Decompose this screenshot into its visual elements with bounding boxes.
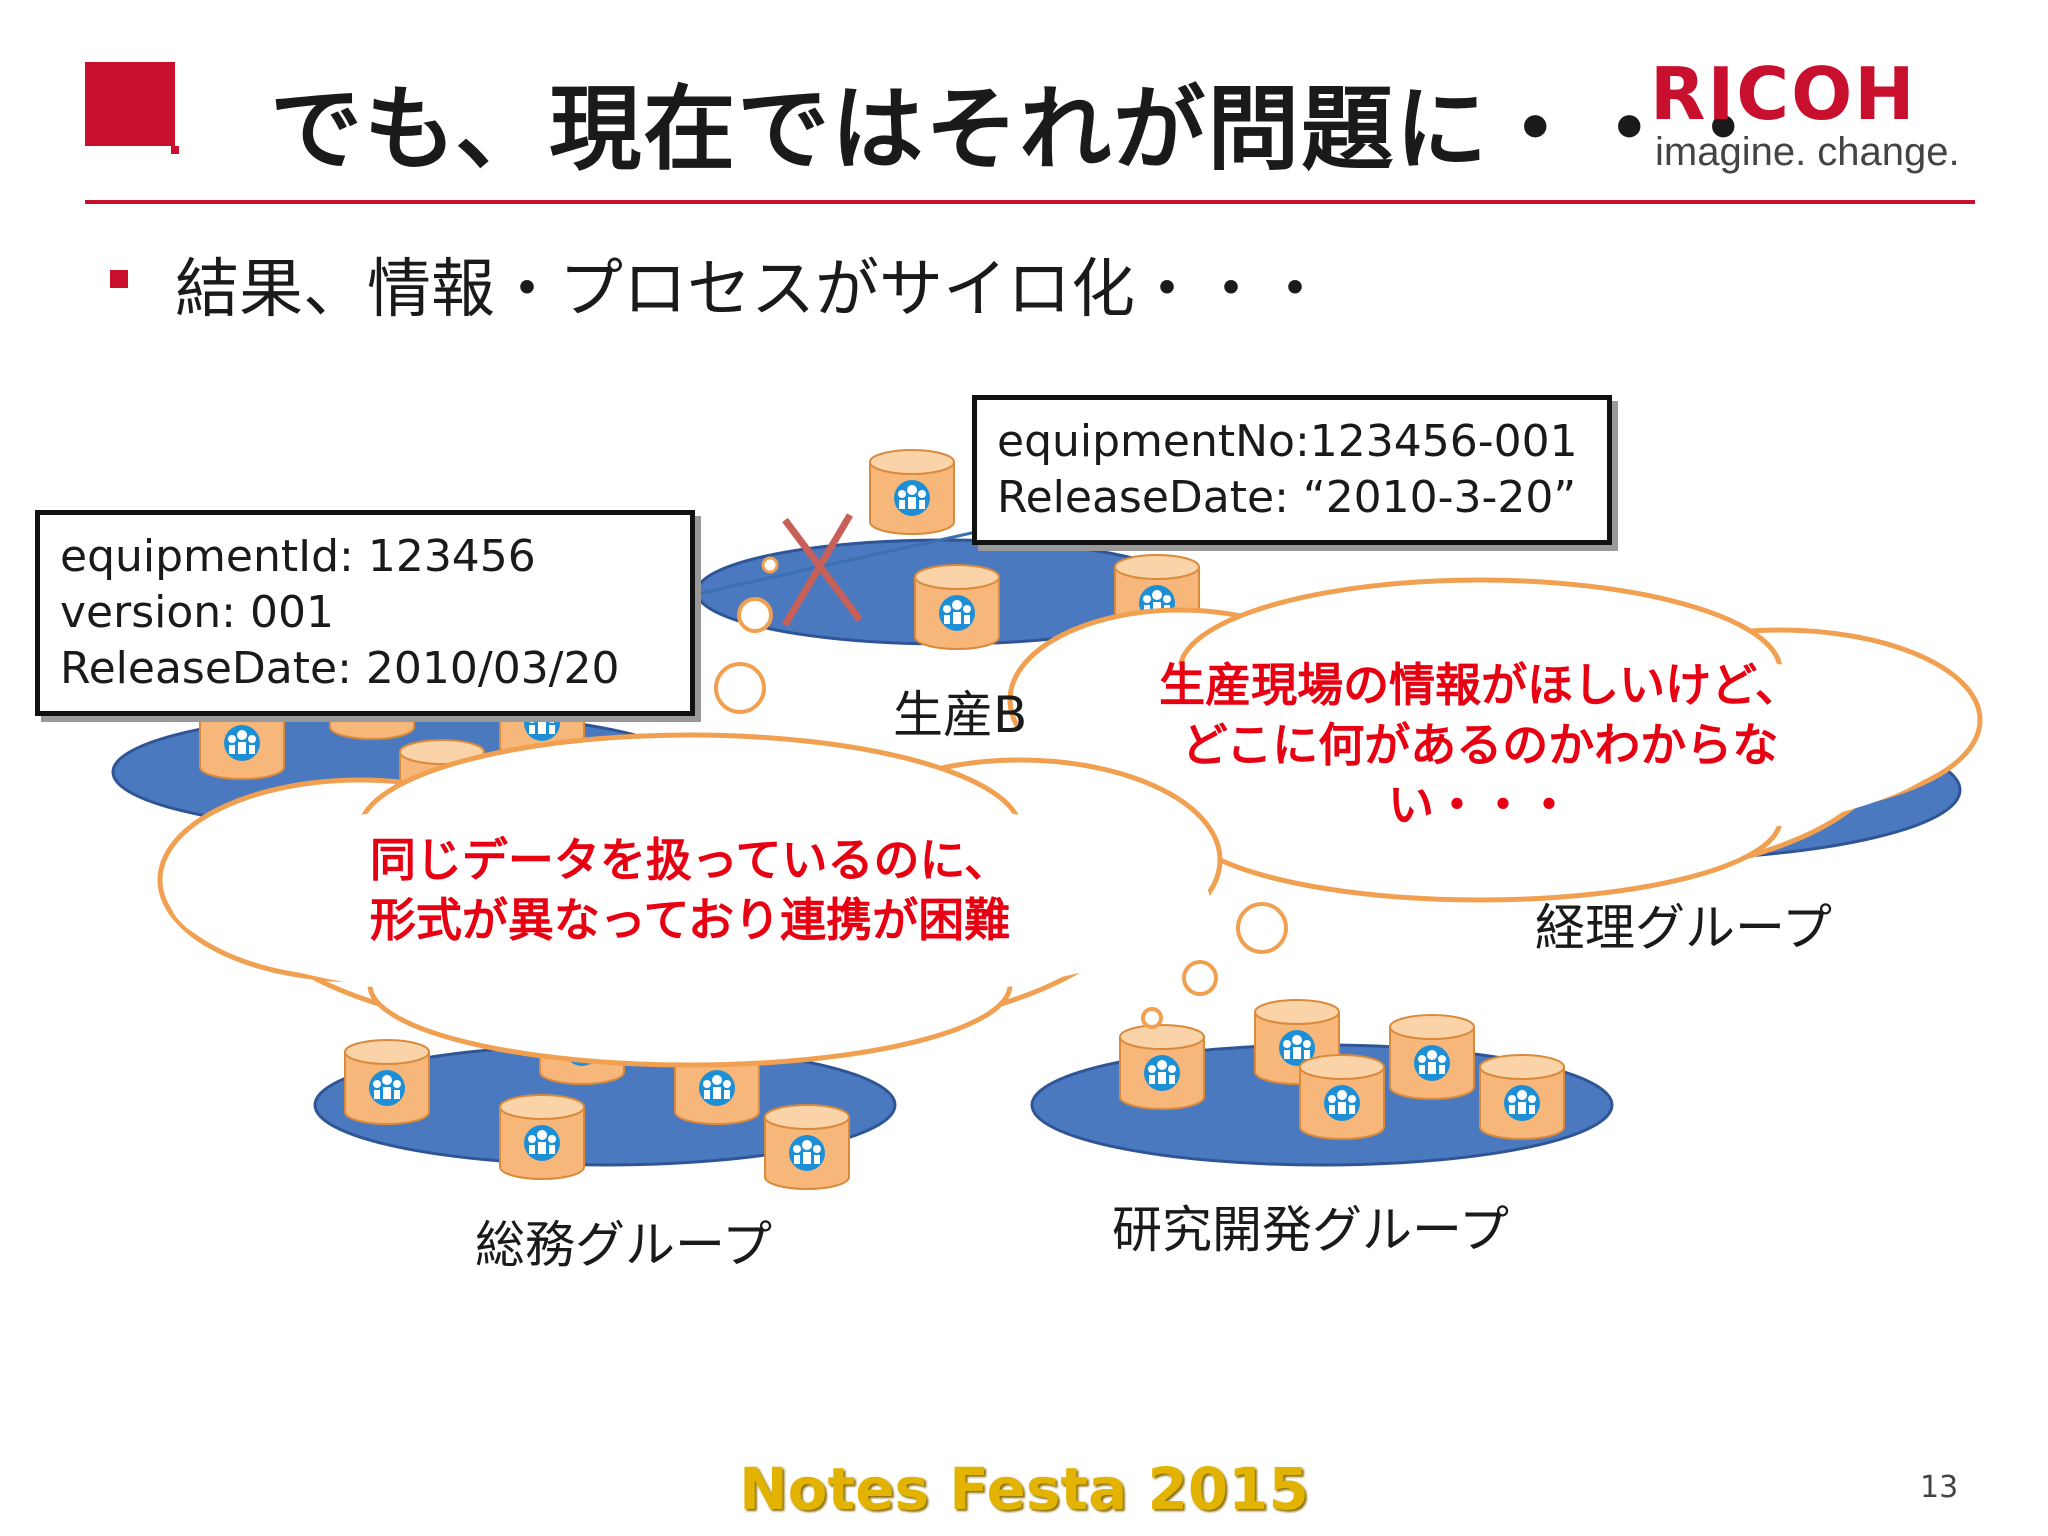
broken-link-line (669, 528, 986, 602)
bullet-icon (110, 270, 128, 288)
callout-line: equipmentNo:123456-001 (997, 416, 1578, 467)
database-icon (914, 564, 1000, 650)
database-icon (1299, 1054, 1385, 1140)
callout-line: equipmentId: 123456 (60, 531, 536, 582)
database-icon (869, 449, 955, 535)
thought-cloud-right (1007, 577, 1983, 903)
thought-line: 生産現場の情報がほしいけど、 (1159, 658, 1801, 712)
database-icon (1479, 1054, 1565, 1140)
thought-dot (737, 597, 773, 633)
thought-text-right: 生産現場の情報がほしいけど、 どこに何があるのかわからな い・・・ (1080, 655, 1880, 835)
thought-text-left: 同じデータを扱っているのに、 形式が異なっており連携が困難 (260, 830, 1120, 950)
group-label-rnd: 研究開発グループ (1112, 1201, 1509, 1259)
callout-line: ReleaseDate: 2010/03/20 (60, 643, 620, 694)
database-icon (499, 1094, 585, 1180)
title-square-icon (85, 62, 179, 154)
thought-dot (714, 662, 766, 714)
title-divider (85, 200, 1975, 204)
page-number: 13 (1920, 1470, 1959, 1505)
slide-title: でも、現在ではそれが問題に・・・ (270, 76, 1772, 183)
callout-right: equipmentNo:123456-001 ReleaseDate: “201… (972, 395, 1612, 545)
group-label-production: 生産B (893, 686, 1028, 744)
callout-left: equipmentId: 123456 version: 001 Release… (35, 510, 695, 716)
link-endpoint (761, 556, 779, 574)
thought-line: どこに何があるのかわからな (1181, 718, 1779, 772)
callout-line: ReleaseDate: “2010-3-20” (997, 472, 1577, 523)
thought-dot (1141, 1007, 1163, 1029)
database-icon (1119, 1024, 1205, 1110)
ricoh-logo: RICOH (1650, 52, 1917, 136)
callout-line: version: 001 (60, 587, 334, 638)
thought-dot (1182, 960, 1218, 996)
group-label-general-affairs: 総務グループ (475, 1216, 772, 1274)
thought-line: 形式が異なっており連携が困難 (369, 893, 1011, 947)
database-icon (764, 1104, 850, 1190)
logo-tagline: imagine. change. (1655, 130, 1960, 174)
footer-event-name: Notes Festa 2015 (739, 1455, 1309, 1523)
bullet-text: 結果、情報・プロセスがサイロ化・・・ (175, 253, 1327, 327)
thought-line: い・・・ (1388, 778, 1572, 832)
cross-mark-icon (781, 513, 863, 627)
thought-dot (1236, 902, 1288, 954)
database-icon (344, 1039, 430, 1125)
thought-cloud-left (157, 732, 1223, 1068)
database-icon (1389, 1014, 1475, 1100)
thought-line: 同じデータを扱っているのに、 (369, 833, 1011, 887)
group-label-accounting: 経理グループ (1535, 899, 1832, 957)
